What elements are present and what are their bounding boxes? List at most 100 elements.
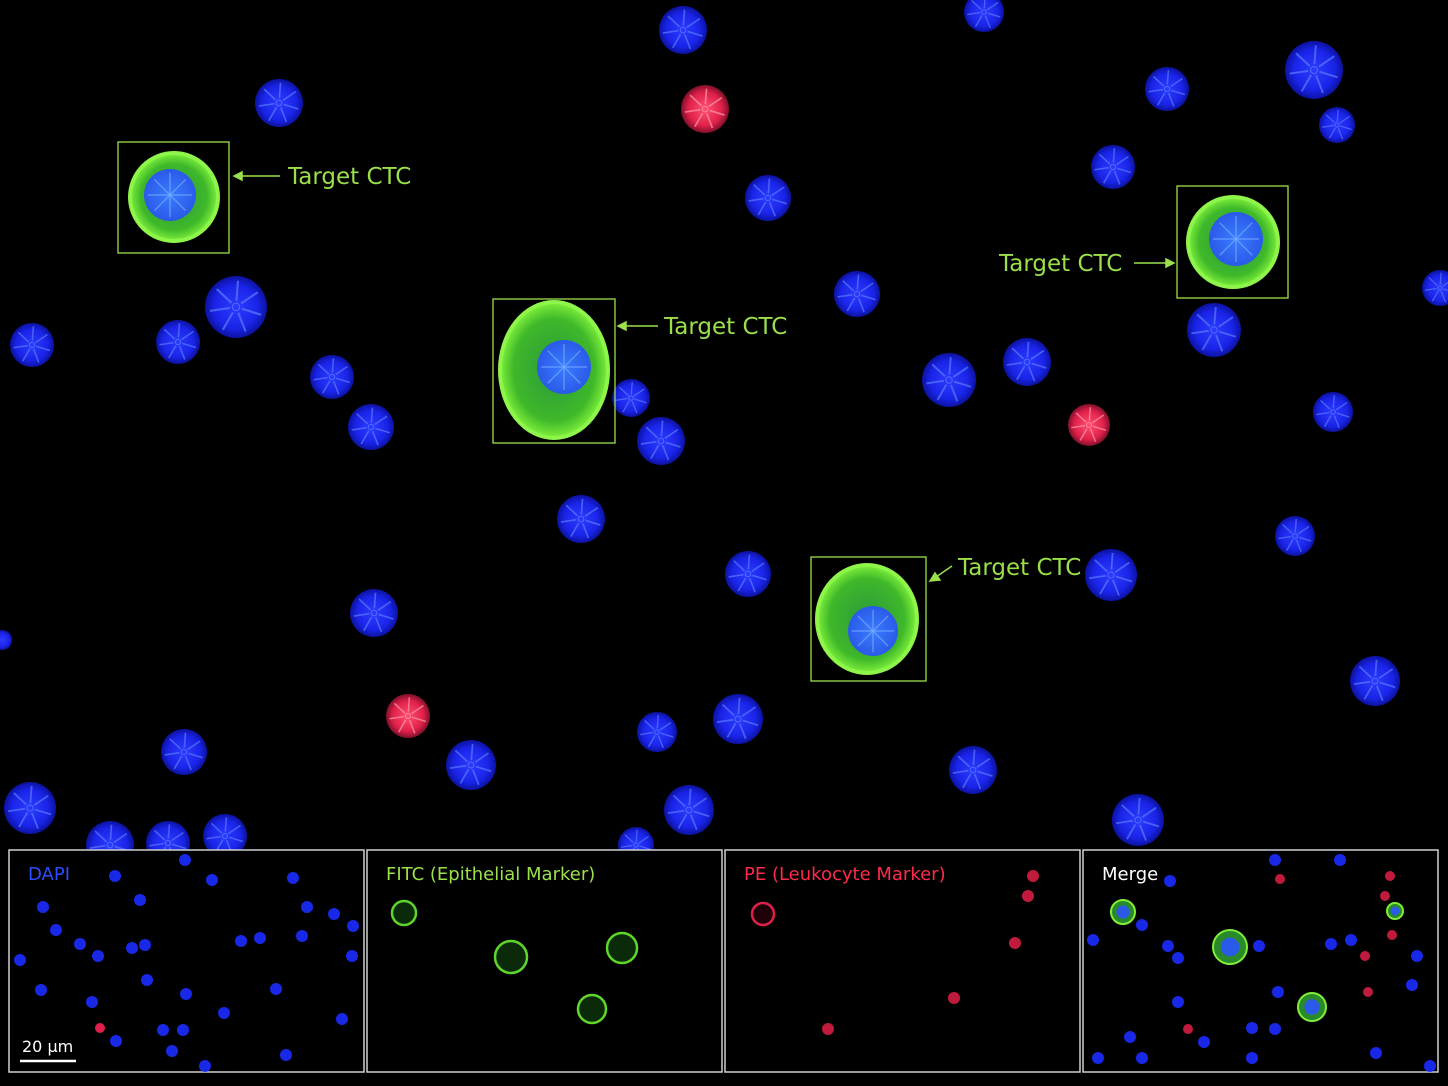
blood-cell-24 bbox=[1085, 549, 1137, 601]
merge-red-dot-5 bbox=[1360, 951, 1370, 961]
dapi-dot-27 bbox=[206, 874, 218, 886]
scale-bar-label: 20 µm bbox=[22, 1037, 73, 1056]
target-ctc-label-1: Target CTC bbox=[287, 164, 411, 190]
panel-pe-cells bbox=[750, 870, 1039, 1035]
panel-merge-title: Merge bbox=[1102, 864, 1158, 885]
annotation-arrows bbox=[232, 170, 1176, 582]
arrow-1-head bbox=[232, 170, 243, 182]
blood-cell-2 bbox=[964, 0, 1004, 32]
merge-ctc-3 bbox=[1297, 992, 1327, 1022]
dapi-dot-29 bbox=[287, 872, 299, 884]
dapi-dot-20 bbox=[157, 1024, 169, 1036]
pe-dot-4 bbox=[1009, 937, 1021, 949]
blood-cell-6 bbox=[1319, 107, 1355, 143]
fitc-cell-1 bbox=[390, 899, 418, 927]
dapi-dot-23 bbox=[199, 1060, 211, 1072]
blood-cell-3 bbox=[255, 79, 303, 127]
blood-cell-27 bbox=[0, 630, 12, 650]
blood-cell-10 bbox=[205, 276, 267, 338]
blood-cell-34 bbox=[4, 782, 56, 834]
dapi-dot-11 bbox=[301, 901, 313, 913]
dapi-dot-7 bbox=[141, 974, 153, 986]
blood-cell-15 bbox=[612, 379, 650, 417]
dapi-dot-18 bbox=[86, 996, 98, 1008]
target-ctc-box-3 bbox=[1176, 185, 1289, 299]
merge-dot-4 bbox=[1087, 934, 1099, 946]
panel-fitc: FITC (Epithelial Marker) bbox=[366, 849, 723, 1073]
pe-dot-5 bbox=[948, 992, 960, 1004]
dapi-dot-32 bbox=[134, 894, 146, 906]
dapi-dot-24 bbox=[280, 1049, 292, 1061]
arrow-4 bbox=[935, 565, 953, 578]
dapi-dot-21 bbox=[177, 1024, 189, 1036]
arrow-3-head bbox=[1165, 257, 1176, 269]
dapi-dot-6 bbox=[139, 939, 151, 951]
target-ctc-box-1 bbox=[117, 141, 230, 254]
blood-cell-16 bbox=[637, 417, 685, 465]
blood-cell-18 bbox=[1003, 338, 1051, 386]
blood-cell-26 bbox=[350, 589, 398, 637]
dapi-dot-15 bbox=[328, 908, 340, 920]
dapi-dot-25 bbox=[336, 1013, 348, 1025]
panel-pe-frame bbox=[724, 849, 1081, 1073]
dapi-dot-22 bbox=[166, 1045, 178, 1057]
pe-dot-2 bbox=[1027, 870, 1039, 882]
blood-cell-35 bbox=[664, 785, 714, 835]
target-ctc-layer bbox=[117, 141, 1289, 682]
pe-dot-6 bbox=[822, 1023, 834, 1035]
blood-cell-4 bbox=[1145, 67, 1189, 111]
blood-cell-28 bbox=[1350, 656, 1400, 706]
blood-cell-5 bbox=[1285, 41, 1343, 99]
leukocyte-cell-3 bbox=[386, 694, 430, 738]
merge-dot-12 bbox=[1172, 996, 1184, 1008]
blood-cell-39 bbox=[203, 814, 247, 858]
dapi-dot-30 bbox=[14, 954, 26, 966]
panel-pe: PE (Leukocyte Marker) bbox=[724, 849, 1081, 1073]
fitc-cell-4 bbox=[576, 993, 608, 1025]
merge-ctc-2 bbox=[1212, 929, 1248, 965]
merge-dot-19 bbox=[1246, 1022, 1258, 1034]
panel-dapi-cells bbox=[14, 854, 359, 1072]
fitc-cell-2 bbox=[493, 939, 529, 975]
merge-dot-21 bbox=[1246, 1052, 1258, 1064]
blood-cell-14 bbox=[348, 404, 394, 450]
dapi-dot-14 bbox=[296, 930, 308, 942]
merge-red-dot-1 bbox=[1275, 874, 1285, 884]
leukocyte-cell-1 bbox=[681, 85, 729, 133]
merge-dot-9 bbox=[1325, 938, 1337, 950]
leukocyte-cell-2 bbox=[1068, 404, 1110, 446]
panel-merge-frame bbox=[1082, 849, 1439, 1073]
blood-cell-29 bbox=[713, 694, 763, 744]
merge-ctc-4 bbox=[1386, 902, 1404, 920]
panel-dapi-frame bbox=[8, 849, 365, 1073]
blood-cell-12 bbox=[10, 323, 54, 367]
panel-dapi-title: DAPI bbox=[28, 864, 70, 885]
merge-dot-20 bbox=[1269, 1023, 1281, 1035]
dapi-dot-19 bbox=[110, 1035, 122, 1047]
target-ctc-label-2: Target CTC bbox=[663, 314, 787, 340]
blood-cell-21 bbox=[1313, 392, 1353, 432]
merge-dot-16 bbox=[1092, 1052, 1104, 1064]
dapi-dot-13 bbox=[254, 932, 266, 944]
dapi-dot-3 bbox=[74, 938, 86, 950]
merge-dot-18 bbox=[1198, 1036, 1210, 1048]
merge-dot-10 bbox=[1345, 934, 1357, 946]
blood-cell-7 bbox=[1091, 145, 1135, 189]
blood-cell-20 bbox=[1422, 270, 1448, 306]
dapi-dot-12 bbox=[235, 935, 247, 947]
annotation-labels: Target CTC Target CTC Target CTC Target … bbox=[287, 164, 1122, 581]
merge-dot-8 bbox=[1253, 940, 1265, 952]
panel-dapi: DAPI 20 µm bbox=[8, 849, 365, 1073]
target-ctc-label-3: Target CTC bbox=[998, 251, 1122, 277]
dapi-dot-16 bbox=[347, 920, 359, 932]
dapi-dot-10 bbox=[270, 983, 282, 995]
merge-dot-3 bbox=[1334, 854, 1346, 866]
blood-cell-17 bbox=[922, 353, 976, 407]
blood-cell-36 bbox=[1112, 794, 1164, 846]
merge-red-dot-3 bbox=[1380, 891, 1390, 901]
merge-red-dot-6 bbox=[1363, 987, 1373, 997]
panel-merge-cells bbox=[1087, 854, 1436, 1072]
dapi-dot-28 bbox=[109, 870, 121, 882]
merge-ctc-1 bbox=[1110, 899, 1136, 925]
merge-dot-1 bbox=[1164, 875, 1176, 887]
